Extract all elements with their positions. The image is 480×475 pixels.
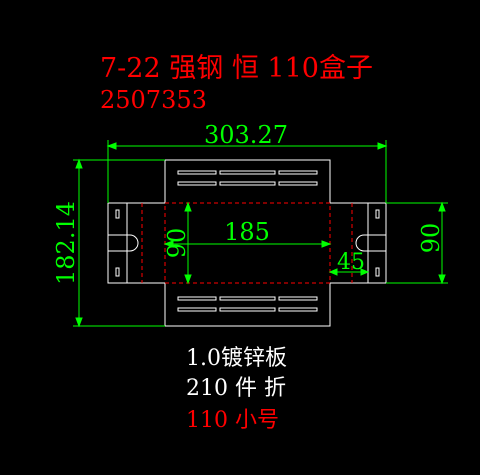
arrow — [328, 268, 338, 276]
dim-overall-width: 303.27 — [204, 121, 288, 149]
vent-slot — [278, 170, 318, 175]
dim-inner-width: 185 — [224, 218, 270, 246]
note-material: 1.0镀锌板 — [186, 346, 287, 371]
vent-slot — [177, 296, 217, 301]
vent-slot — [278, 307, 318, 312]
vent-slot — [219, 296, 276, 301]
inner-fold-rect — [164, 202, 331, 284]
arrow — [360, 268, 370, 276]
left-hole-bottom — [115, 267, 120, 277]
dimension-lines — [73, 140, 448, 328]
vent-slot — [219, 181, 276, 186]
fold-lines — [141, 202, 353, 284]
arrow — [75, 317, 83, 328]
vent-slot — [219, 307, 276, 312]
right-slot — [355, 234, 386, 252]
note-size: 110 小号 — [186, 408, 279, 433]
arrow — [377, 142, 388, 150]
dim-inner-height-left: 90 — [163, 228, 191, 259]
note-qty-fold: 210 件 折 — [186, 376, 286, 401]
arrow — [184, 201, 192, 212]
vent-slot — [278, 181, 318, 186]
vent-slot — [177, 307, 217, 312]
arrow — [321, 240, 332, 248]
dim-tab-width: 45 — [337, 250, 365, 275]
title-line-1: 7-22 强钢 恒 110盒子 — [100, 53, 373, 84]
top-vent-slots — [177, 170, 318, 186]
dim-overall-height: 182.14 — [52, 201, 80, 285]
vent-slot — [278, 296, 318, 301]
right-hole-bottom — [375, 267, 380, 277]
dim-inner-height-right: 90 — [417, 223, 445, 254]
arrow — [438, 201, 446, 212]
arrow — [163, 240, 174, 248]
arrow — [438, 274, 446, 285]
left-slot — [108, 234, 139, 252]
vent-slot — [177, 181, 217, 186]
title-line-2: 2507353 — [100, 86, 207, 114]
arrow — [184, 274, 192, 285]
bottom-vent-slots — [177, 296, 318, 312]
arrow — [106, 142, 117, 150]
arrow — [75, 158, 83, 169]
vent-slot — [219, 170, 276, 175]
right-hole-top — [375, 209, 380, 219]
left-hole-top — [115, 209, 120, 219]
vent-slot — [177, 170, 217, 175]
